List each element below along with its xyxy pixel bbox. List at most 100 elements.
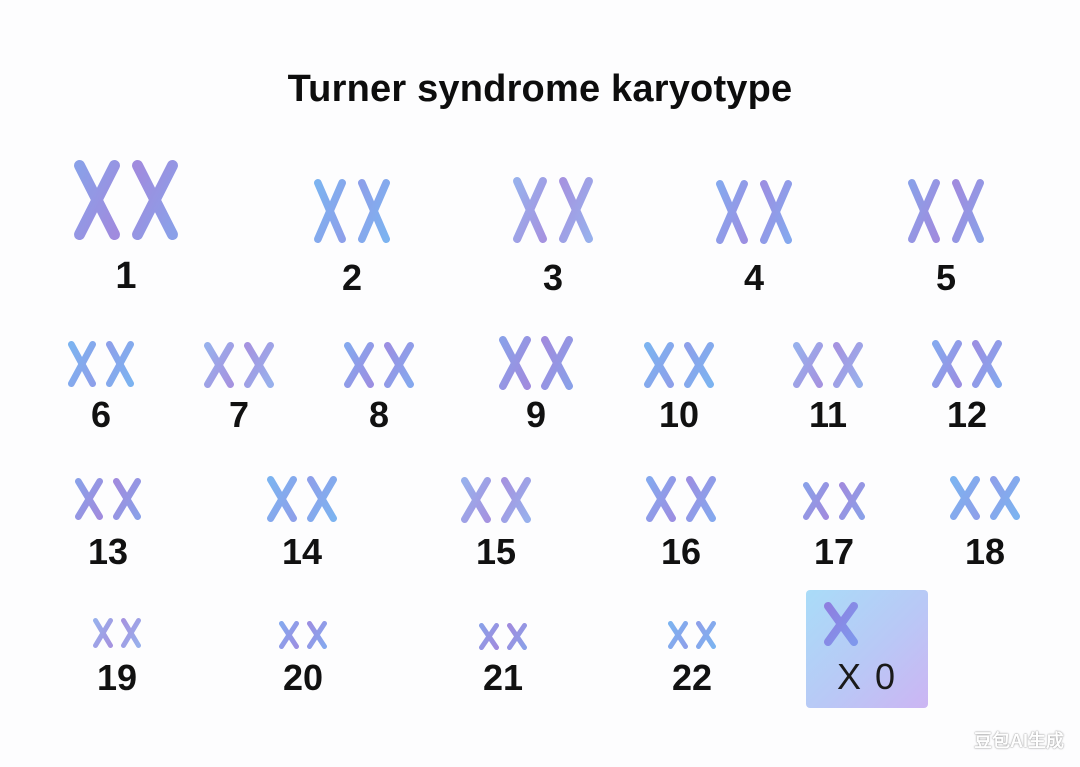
chromosome-number-label: 16 (660, 531, 702, 572)
chromosome-pair-15 (461, 477, 531, 523)
chromosome-14-copy-2 (307, 476, 337, 522)
chromosome-pair-graphic (267, 476, 337, 522)
watermark: 豆包AI生成 (974, 731, 1064, 751)
chromosome-pair-graphic (279, 621, 327, 649)
chromosome-13-copy-1 (75, 478, 103, 520)
chromosome-4-copy-1 (716, 180, 748, 244)
chromosome-pair-graphic (499, 336, 573, 390)
chromosome-number-label: 20 (282, 657, 324, 698)
sex-chromosome-label: X 0 (836, 656, 898, 697)
chromosome-2-copy-2 (358, 179, 390, 243)
chromosome-15-copy-2 (501, 477, 531, 523)
chromosome-4-copy-2 (760, 180, 792, 244)
chromosome-number-label: 10 (658, 394, 700, 435)
chromosome-pair-12 (932, 340, 1002, 388)
chromosome-7-copy-2 (244, 342, 274, 388)
chromosome-pair-14 (267, 476, 337, 522)
chromosome-pair-graphic (314, 179, 390, 243)
chromosome-pair-graphic (646, 476, 716, 522)
chromosome-number-label: 19 (96, 657, 138, 698)
chromosome-10-copy-2 (684, 342, 714, 388)
chromosome-15-copy-1 (461, 477, 491, 523)
chromosome-17-copy-1 (803, 482, 829, 520)
chromosome-pair-graphic (950, 476, 1020, 520)
chromosome-pair-7 (204, 342, 274, 388)
chromosome-pair-graphic (668, 621, 716, 649)
chromosome-pair-graphic (513, 177, 593, 244)
chromosome-pair-3 (513, 177, 593, 244)
chromosome-8-copy-1 (344, 342, 374, 388)
chromosome-pair-6 (68, 341, 134, 387)
chromosome-5-copy-1 (908, 179, 940, 243)
chromosome-number-label: 5 (935, 257, 957, 298)
chromosome-pair-4 (716, 180, 792, 244)
chromosome-pair-graphic (74, 160, 179, 241)
chromosome-21-copy-1 (479, 623, 499, 650)
chromosome-12-copy-1 (932, 340, 962, 388)
chromosome-7-copy-1 (204, 342, 234, 388)
chromosome-pair-graphic (75, 478, 141, 520)
chromosome-pair-graphic (803, 482, 865, 520)
chromosome-pair-graphic (479, 623, 527, 650)
chromosome-number-label: 9 (525, 394, 547, 435)
chromosome-1-copy-2 (132, 160, 179, 241)
chromosome-10-copy-1 (644, 342, 674, 388)
chromosome-1-copy-1 (74, 160, 120, 241)
chromosome-pair-graphic (204, 342, 274, 388)
chromosome-pair-graphic (461, 477, 531, 523)
chromosome-pair-22 (668, 621, 716, 649)
chromosome-6-copy-1 (68, 341, 96, 387)
chromosome-pair-18 (950, 476, 1020, 520)
chromosome-11-copy-2 (833, 342, 863, 388)
chromosome-9-copy-1 (499, 336, 531, 390)
diagram-title: Turner syndrome karyotype (287, 68, 793, 110)
chromosome-pair-8 (344, 342, 414, 388)
chromosome-pair-graphic (908, 179, 984, 243)
chromosome-22-copy-2 (696, 621, 716, 649)
chromosome-number-label: 4 (743, 257, 765, 298)
chromosome-pair-graphic (932, 340, 1002, 388)
chromosome-pair-graphic (68, 341, 134, 387)
chromosome-pair-13 (75, 478, 141, 520)
chromosome-12-copy-2 (972, 340, 1002, 388)
chromosome-20-copy-1 (279, 621, 299, 649)
chromosome-number-label: 7 (228, 394, 250, 435)
chromosome-18-copy-2 (990, 476, 1020, 520)
chromosome-3-copy-2 (559, 177, 593, 244)
chromosome-5-copy-2 (952, 179, 984, 243)
chromosome-pair-5 (908, 179, 984, 243)
chromosome-19-copy-2 (121, 618, 141, 648)
chromosome-2-copy-1 (314, 179, 346, 243)
chromosome-number-label: 13 (87, 531, 129, 572)
chromosome-pair-19 (93, 618, 141, 648)
chromosome-number-label: 12 (946, 394, 988, 435)
chromosome-number-label: 14 (281, 531, 323, 572)
chromosome-number-label: 6 (90, 394, 112, 435)
chromosome-6-copy-2 (106, 341, 134, 387)
chromosome-number-label: 1 (115, 255, 137, 297)
chromosome-pair-graphic (644, 342, 714, 388)
single-x-chromosome (824, 602, 858, 646)
chromosome-pair-10 (644, 342, 714, 388)
chromosome-number-label: 11 (808, 394, 848, 435)
chromosome-number-label: 15 (475, 531, 517, 572)
chromosome-number-label: 22 (671, 657, 713, 698)
chromosome-11-copy-1 (793, 342, 823, 388)
chromosome-20-copy-2 (307, 621, 327, 649)
chromosome-9-copy-2 (541, 336, 573, 390)
sex-chromosome-box: X 0 (806, 590, 928, 708)
chromosome-16-copy-1 (646, 476, 676, 522)
chromosome-22-copy-1 (668, 621, 688, 649)
chromosome-pair-16 (646, 476, 716, 522)
x-chromosome-icon (824, 602, 858, 646)
chromosome-16-copy-2 (686, 476, 716, 522)
chromosome-number-label: 17 (813, 531, 855, 572)
chromosome-number-label: 21 (482, 657, 524, 698)
chromosome-19-copy-1 (93, 618, 113, 648)
chromosome-3-copy-1 (513, 177, 547, 244)
chromosome-pair-graphic (793, 342, 863, 388)
chromosome-pair-graphic (716, 180, 792, 244)
chromosome-18-copy-1 (950, 476, 980, 520)
chromosome-pair-21 (479, 623, 527, 650)
